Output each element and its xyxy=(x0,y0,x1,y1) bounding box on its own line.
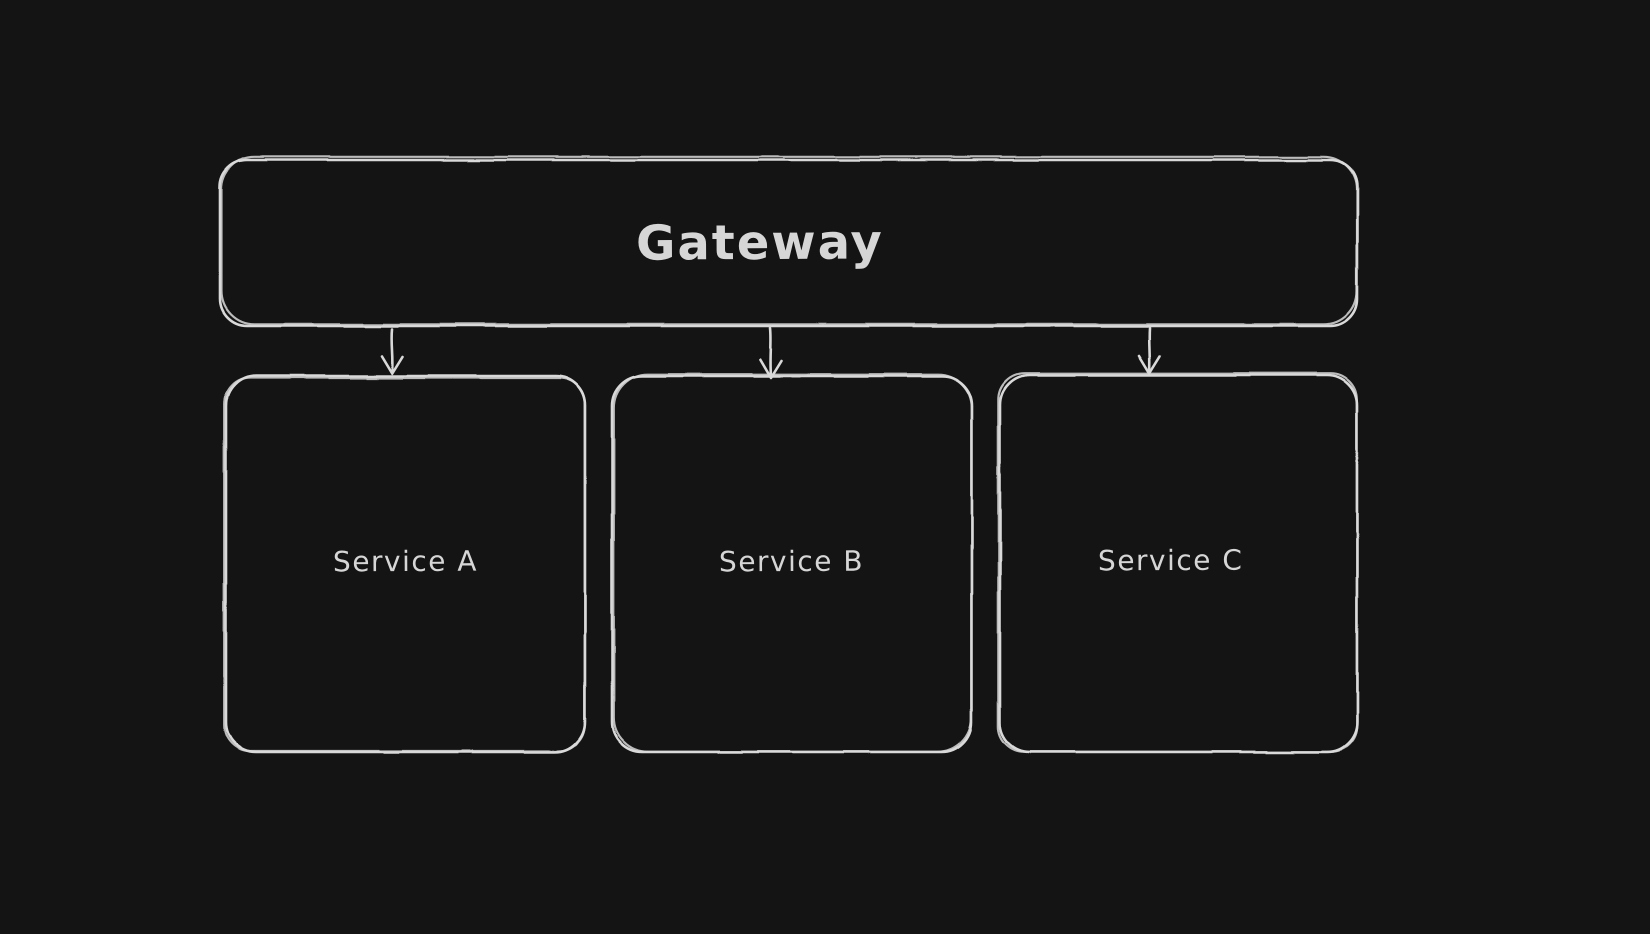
node-service-c-label: Service C xyxy=(1097,543,1244,578)
service-a-box-border[interactable] xyxy=(223,374,587,754)
gateway-box-border[interactable] xyxy=(218,155,1359,328)
service-b-box-border[interactable] xyxy=(610,373,974,754)
arrow-gateway-to-service-b[interactable] xyxy=(758,326,783,379)
arrow-gateway-to-service-a[interactable] xyxy=(380,327,404,375)
node-service-b-label: Service B xyxy=(719,544,865,578)
service-c-box-overdraw xyxy=(997,372,1358,753)
service-b-box-overdraw xyxy=(612,373,973,753)
arrow-head-icon xyxy=(380,354,404,375)
node-service-b[interactable]: Service B xyxy=(612,376,972,752)
arrow-line xyxy=(390,327,394,373)
node-service-c[interactable]: Service C xyxy=(1000,375,1357,752)
gateway-box-overdraw xyxy=(220,155,1358,326)
arrow-gateway-to-service-c[interactable] xyxy=(1138,326,1162,375)
arrow-head-icon xyxy=(1138,354,1162,375)
node-gateway-label: Gateway xyxy=(635,214,884,272)
arrow-head-icon xyxy=(758,358,783,379)
service-c-box-border[interactable] xyxy=(997,372,1359,754)
arrow-line xyxy=(1148,326,1152,373)
node-service-a-label: Service A xyxy=(332,544,479,578)
arrow-line xyxy=(768,326,772,377)
node-gateway[interactable]: Gateway xyxy=(220,160,1357,326)
node-service-a[interactable]: Service A xyxy=(226,376,585,752)
service-a-box-overdraw xyxy=(223,376,586,753)
